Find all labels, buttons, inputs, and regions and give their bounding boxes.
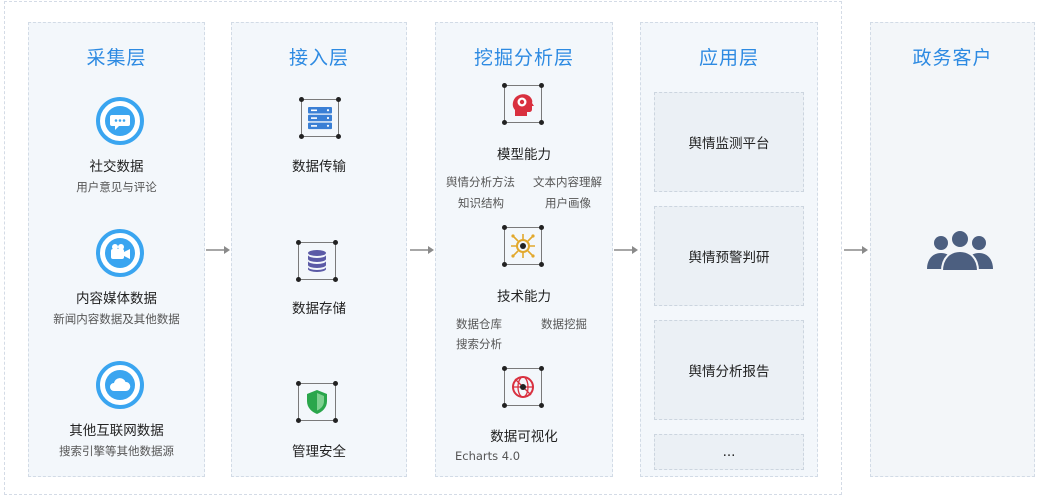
application-layer-title: 应用层 bbox=[698, 47, 759, 69]
circuit-icon bbox=[502, 225, 544, 267]
data-transfer-label: 数据传输 bbox=[292, 159, 346, 175]
app-item-report: 舆情分析报告 bbox=[654, 320, 804, 420]
tag-knowledge-structure: 知识结构 bbox=[458, 196, 504, 210]
collect-layer-title: 采集层 bbox=[86, 47, 147, 69]
collect-layer-column: 采集层 社交数据 用户意见与评论 内容媒体数据 新闻内容数据及其他数据 其他互联… bbox=[28, 22, 205, 477]
mining-layer-title: 挖掘分析层 bbox=[473, 47, 574, 69]
video-camera-icon bbox=[96, 229, 144, 277]
internet-data-label: 其他互联网数据 bbox=[69, 423, 164, 439]
access-layer-title: 接入层 bbox=[288, 47, 349, 69]
tag-data-warehouse: 数据仓库 bbox=[456, 317, 502, 331]
flow-arrow-icon bbox=[844, 246, 868, 254]
pipeline-frame bbox=[4, 1, 842, 495]
tag-opinion-methods: 舆情分析方法 bbox=[446, 175, 515, 189]
crosshair-globe-icon bbox=[502, 366, 544, 408]
visualization-label: 数据可视化 bbox=[490, 429, 558, 445]
mining-layer-column: 挖掘分析层 模型能力 舆情分析方法 文本内容理解 知识结构 用户画像 技术能力 … bbox=[435, 22, 613, 477]
app-item-more: ... bbox=[654, 434, 804, 470]
shield-icon bbox=[296, 381, 338, 423]
internet-data-sub: 搜索引擎等其他数据源 bbox=[59, 444, 174, 458]
database-icon bbox=[296, 240, 338, 282]
gov-clients-column: 政务客户 bbox=[870, 22, 1035, 477]
data-storage-label: 数据存储 bbox=[292, 301, 346, 317]
gov-clients-title: 政务客户 bbox=[912, 47, 993, 69]
tag-echarts: Echarts 4.0 bbox=[455, 449, 521, 463]
users-group-icon bbox=[927, 229, 993, 271]
brain-head-icon bbox=[502, 83, 544, 125]
model-ability-label: 模型能力 bbox=[497, 147, 551, 163]
tag-data-mining: 数据挖掘 bbox=[541, 317, 587, 331]
media-data-sub: 新闻内容数据及其他数据 bbox=[53, 312, 180, 326]
app-item-monitoring: 舆情监测平台 bbox=[654, 92, 804, 192]
tag-user-profile: 用户画像 bbox=[545, 196, 591, 210]
flow-arrow-icon bbox=[614, 246, 638, 254]
tag-search-analysis: 搜索分析 bbox=[456, 337, 502, 351]
tech-ability-label: 技术能力 bbox=[497, 289, 551, 305]
tag-text-understanding: 文本内容理解 bbox=[533, 175, 602, 189]
access-layer-column: 接入层 数据传输 数据存储 管理安全 bbox=[231, 22, 407, 477]
flow-arrow-icon bbox=[410, 246, 434, 254]
app-item-warning: 舆情预警判研 bbox=[654, 206, 804, 306]
social-data-sub: 用户意见与评论 bbox=[76, 180, 157, 194]
flow-arrow-icon bbox=[206, 246, 230, 254]
server-icon bbox=[299, 97, 341, 139]
media-data-label: 内容媒体数据 bbox=[76, 291, 157, 307]
application-layer-column: 应用层 舆情监测平台 舆情预警判研 舆情分析报告 ... bbox=[640, 22, 818, 477]
social-data-label: 社交数据 bbox=[89, 159, 144, 175]
cloud-icon bbox=[96, 361, 144, 409]
security-label: 管理安全 bbox=[292, 444, 346, 460]
chat-bubble-icon bbox=[96, 97, 144, 145]
